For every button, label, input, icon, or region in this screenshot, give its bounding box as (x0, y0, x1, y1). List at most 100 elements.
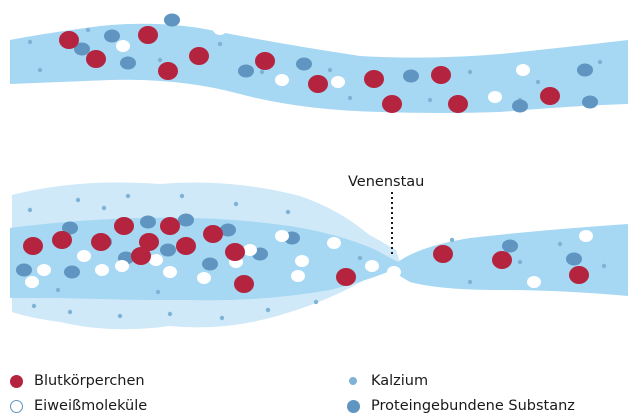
blood-cell (59, 31, 79, 49)
calcium-ion (450, 238, 454, 242)
calcium-ion (328, 68, 332, 72)
blood-cell (336, 268, 356, 286)
legend: Blutkörperchen Eiweißmoleküle Kalzium Pr… (0, 370, 634, 417)
calcium-ion (126, 194, 130, 198)
legend-label-bound-substance: Proteingebundene Substanz (371, 398, 575, 414)
bound-substance (582, 96, 598, 109)
calcium-ion (218, 42, 222, 46)
bound-substance (566, 253, 582, 266)
protein-molecule (579, 230, 593, 242)
protein-molecule (197, 272, 211, 284)
calcium-ion (428, 98, 432, 102)
calcium-ion (286, 210, 290, 214)
calcium-ion (38, 68, 42, 72)
calcium-ion (28, 208, 32, 212)
blood-cell (131, 247, 151, 265)
protein-molecule (327, 237, 341, 249)
bottom-vessel: Venenstau (10, 174, 628, 329)
bound-substance (403, 70, 419, 83)
calcium-ion (32, 304, 36, 308)
blood-cell (234, 275, 254, 293)
blood-cell (86, 50, 106, 68)
bound-substance (64, 266, 80, 279)
calcium-ion (86, 28, 90, 32)
protein-molecule (516, 64, 530, 76)
blood-cell (492, 251, 512, 269)
bound-substance-swatch (347, 400, 360, 413)
calcium-ion (234, 202, 238, 206)
blood-cell (540, 87, 560, 105)
blood-cell (160, 217, 180, 235)
protein-molecule (275, 74, 289, 86)
bound-substance (104, 30, 120, 43)
blood-cell (433, 245, 453, 263)
calcium-ion (102, 206, 106, 210)
bound-substance (178, 214, 194, 227)
legend-label-calcium: Kalzium (371, 373, 428, 389)
calcium-ion (358, 256, 362, 260)
bound-substance (140, 216, 156, 229)
calcium-ion (156, 290, 160, 294)
stau-label: Venenstau (348, 174, 424, 190)
blood-cell (189, 47, 209, 65)
blood-cell (138, 26, 158, 44)
bound-substance (120, 57, 136, 70)
calcium-ion (76, 198, 80, 202)
calcium-ion (68, 310, 72, 314)
protein-molecule (25, 276, 39, 288)
blood-cell (448, 95, 468, 113)
legend-item-calcium: Kalzium (347, 370, 428, 392)
blood-cell (364, 70, 384, 88)
calcium-ion (558, 242, 562, 246)
calcium-ion (118, 314, 122, 318)
calcium-ion (518, 260, 522, 264)
protein-molecule (163, 266, 177, 278)
calcium-ion (536, 80, 540, 84)
protein-molecule (488, 91, 502, 103)
blood-cell (431, 66, 451, 84)
bound-substance (16, 264, 32, 277)
bound-substance (160, 244, 176, 257)
calcium-swatch (349, 377, 357, 385)
protein-molecule (37, 264, 51, 276)
blood-cell (158, 62, 178, 80)
protein-molecule (149, 254, 163, 266)
protein-molecule (115, 260, 129, 272)
calcium-ion (598, 60, 602, 64)
protein-molecule (275, 230, 289, 242)
calcium-ion (220, 316, 224, 320)
bound-substance (577, 64, 593, 77)
blood-cell (176, 237, 196, 255)
calcium-ion (158, 58, 162, 62)
calcium-ion (28, 40, 32, 44)
legend-item-protein: Eiweißmoleküle (10, 395, 147, 417)
bound-substance (164, 14, 180, 27)
blood-cell (52, 231, 72, 249)
protein-molecule (365, 260, 379, 272)
blood-cell (225, 243, 245, 261)
blood-cell (255, 52, 275, 70)
top-vessel (10, 14, 628, 114)
blood-cell-swatch (10, 375, 23, 388)
calcium-ion (56, 288, 60, 292)
calcium-ion (180, 194, 184, 198)
protein-swatch (10, 400, 23, 413)
protein-molecule (527, 276, 541, 288)
top-vessel-wall (10, 24, 628, 113)
blood-cell (91, 233, 111, 251)
protein-molecule (213, 23, 227, 35)
protein-molecule (295, 255, 309, 267)
legend-label-blood-cells: Blutkörperchen (34, 373, 145, 389)
protein-molecule (95, 264, 109, 276)
protein-molecule (116, 40, 130, 52)
calcium-ion (602, 264, 606, 268)
protein-molecule (387, 266, 401, 278)
bound-substance (512, 100, 528, 113)
venous-stasis-diagram: Venenstau (0, 0, 634, 360)
blood-cell (114, 217, 134, 235)
legend-item-bound-substance: Proteingebundene Substanz (347, 395, 575, 417)
calcium-ion (168, 312, 172, 316)
bound-substance (502, 240, 518, 253)
calcium-ion (266, 308, 270, 312)
bound-substance (238, 65, 254, 78)
